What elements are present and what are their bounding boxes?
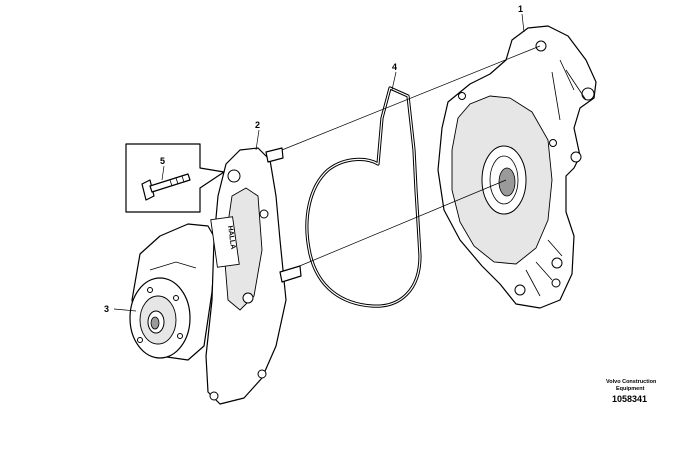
callout-4: 4 (392, 62, 397, 72)
document-number: 1058341 (612, 394, 647, 404)
callout-1: 1 (518, 4, 523, 14)
credit-line-2: Equipment (616, 386, 645, 392)
assembly-alignment-lines (271, 45, 541, 271)
footer-credit: Volvo Construction Equipment 1058341 (606, 379, 657, 404)
callout-labels: 1 2 3 4 5 (104, 4, 523, 314)
pump-marking-text: HALLA (226, 225, 236, 249)
part-1-pump-housing (437, 25, 597, 309)
part-3-hub-flange (129, 277, 191, 359)
callout-3: 3 (104, 304, 109, 314)
credit-line-1: Volvo Construction (606, 379, 657, 385)
callout-5: 5 (160, 156, 165, 166)
part-4-gasket (305, 86, 422, 308)
part-2-water-pump: HALLA (131, 147, 302, 405)
part-5-flange-screw-inset (125, 143, 225, 213)
manufacturer-label: HALLA (210, 216, 240, 268)
callout-2: 2 (255, 120, 260, 130)
flange-screw-graphic (141, 173, 191, 201)
callout-leaders (113, 13, 525, 312)
